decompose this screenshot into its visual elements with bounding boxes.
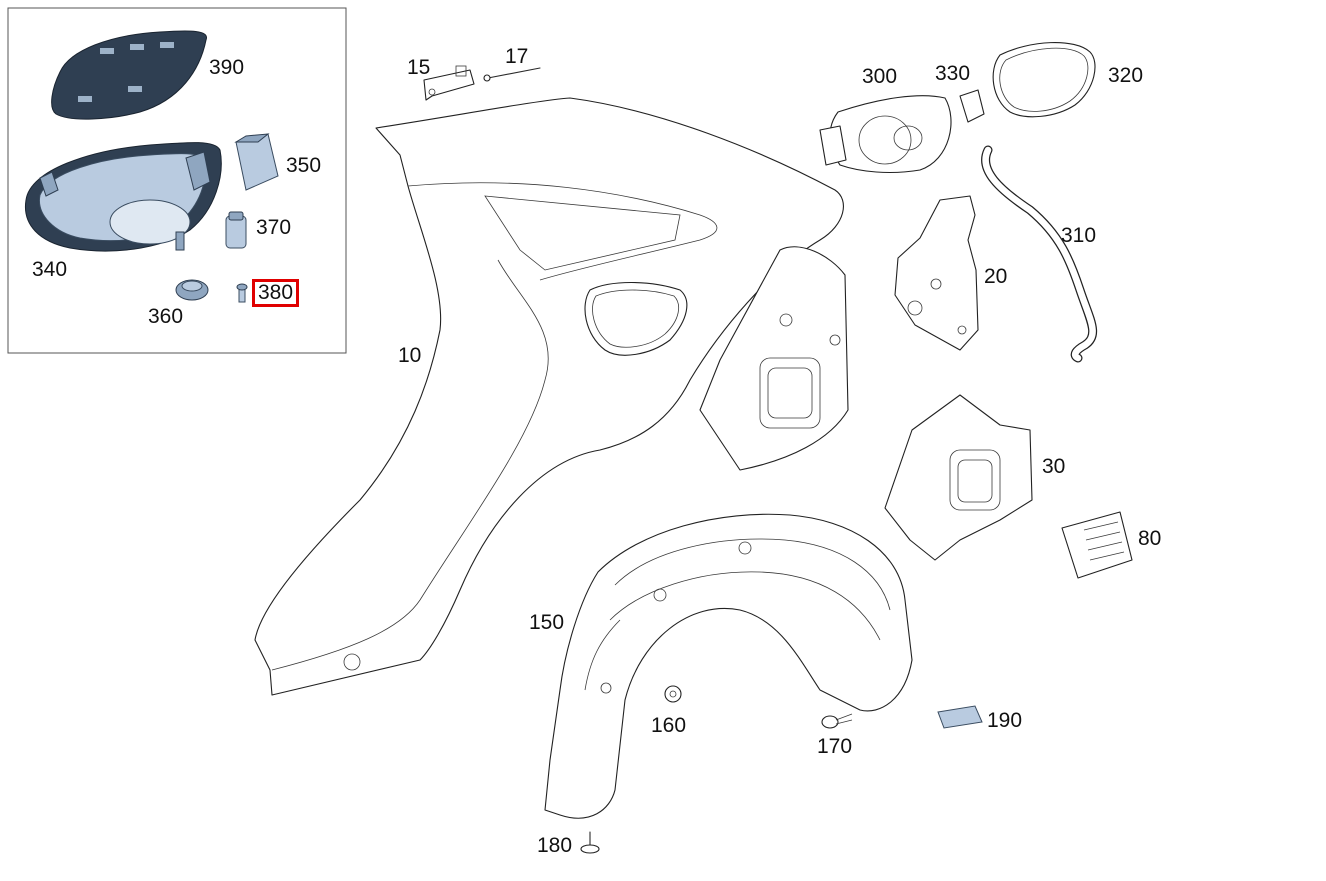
part-350-actuator[interactable] [234,133,279,191]
part-160-nut[interactable] [664,685,682,703]
part-80-vent[interactable] [1061,511,1133,579]
part-340-fuel-filler-housing[interactable] [24,142,222,252]
inset-detail-frame [7,7,347,354]
callout-20[interactable]: 20 [984,265,1008,288]
callout-180[interactable]: 180 [537,834,573,857]
part-380-pin[interactable] [236,283,248,303]
callout-30[interactable]: 30 [1042,455,1066,478]
part-320-fuel-door[interactable] [992,42,1096,118]
callout-15[interactable]: 15 [407,56,431,79]
callout-370[interactable]: 370 [256,216,292,239]
part-30-inner-panel[interactable] [884,394,1033,561]
part-15-bracket[interactable] [423,65,475,101]
part-10-rear-side-panel[interactable] [254,97,844,696]
part-300-fuel-filler-housing[interactable] [819,95,952,173]
part-190-nut-clip[interactable] [937,705,983,729]
callout-350[interactable]: 350 [286,154,322,177]
callout-80[interactable]: 80 [1138,527,1162,550]
part-370-plug[interactable] [225,211,247,249]
callout-160[interactable]: 160 [651,714,687,737]
part-10-inner-structure [699,246,849,471]
part-390-fuel-door-cover[interactable] [51,30,207,120]
callout-150[interactable]: 150 [529,611,565,634]
callout-330[interactable]: 330 [935,62,971,85]
callout-380-selected[interactable]: 380 [252,279,300,307]
part-180-screw[interactable] [580,831,600,854]
part-20-bracket-panel[interactable] [894,195,979,351]
callout-320[interactable]: 320 [1108,64,1144,87]
callout-360[interactable]: 360 [148,305,184,328]
callout-300[interactable]: 300 [862,65,898,88]
part-170-clip[interactable] [821,713,853,729]
part-360-grommet[interactable] [175,279,209,301]
part-330-actuator[interactable] [959,89,985,123]
callout-170[interactable]: 170 [817,735,853,758]
callout-340[interactable]: 340 [32,258,68,281]
part-150-wheel-arch-liner[interactable] [544,513,913,819]
callout-17[interactable]: 17 [505,45,529,68]
callout-10[interactable]: 10 [398,344,422,367]
callout-310[interactable]: 310 [1061,224,1097,247]
part-310-drain-hose[interactable] [981,145,1098,363]
callout-190[interactable]: 190 [987,709,1023,732]
callout-390[interactable]: 390 [209,56,245,79]
part-17-rod[interactable] [483,67,541,82]
